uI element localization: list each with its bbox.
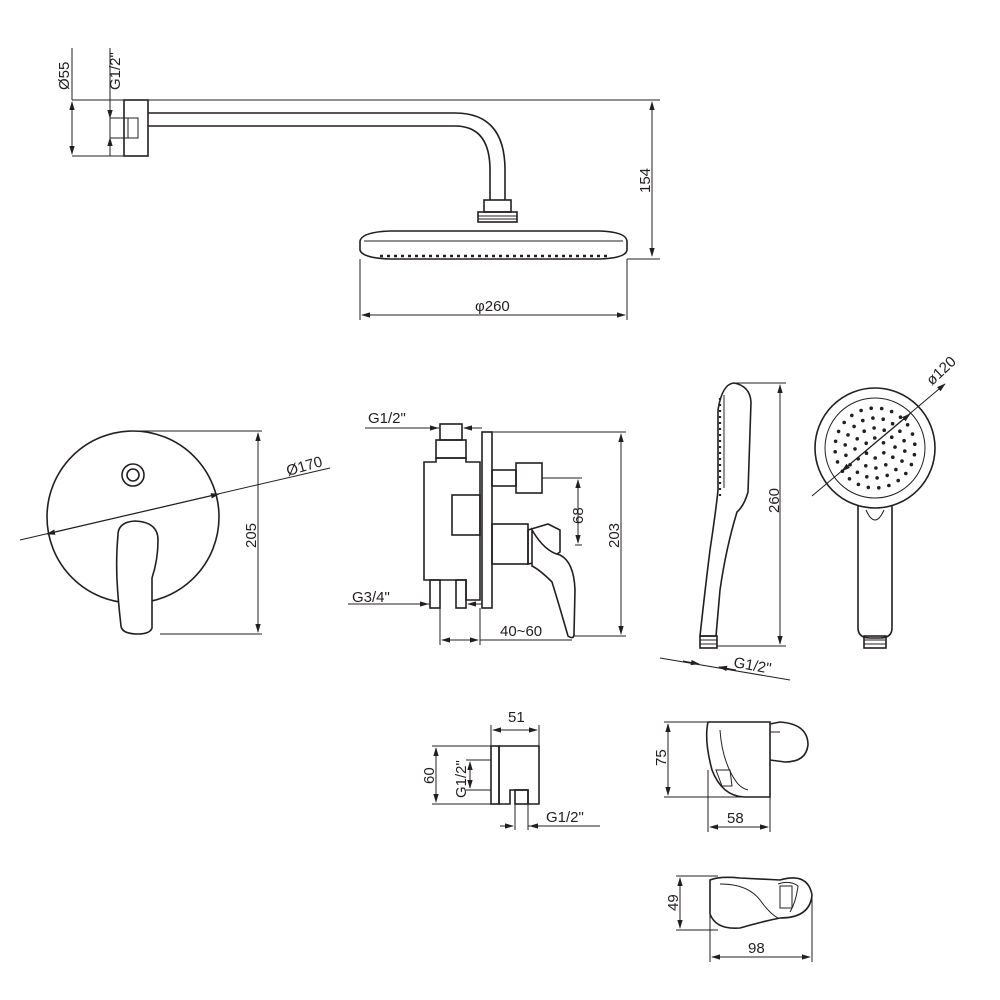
holder-side-view: 75 58 [653,721,809,832]
hand-face-diameter-label: ø120 [923,353,960,389]
nozzle-dot [898,429,902,434]
nozzle-dot [904,471,908,476]
nozzle-dot [890,435,894,440]
nozzle-dot [893,445,897,449]
nozzle-dot [855,437,859,441]
nozzle-dot [898,415,903,420]
elbow-height-label: 60 [421,767,438,784]
valve-flange [481,431,493,609]
nozzle-dot [871,416,875,420]
nozzle-dot [879,406,884,411]
valve-depth-label: 40~60 [500,623,542,640]
nozzle-dot [859,408,863,413]
cover-diameter-label: Ø170 [284,453,324,479]
holder-height-label: 49 [665,894,682,911]
nozzle-dot [861,418,865,423]
valve-body [423,457,481,601]
nozzle-dot [896,478,900,483]
nozzle-dot [842,420,846,425]
nozzle-dot [853,447,857,451]
nozzle-dot [843,443,847,447]
valve-height-label: 203 [606,523,623,548]
nozzle-dot [864,464,868,468]
nozzle-dot [836,429,841,434]
elbow-bottom-thread-label: G1/2" [546,809,584,826]
nozzle-dot [852,424,856,429]
nozzle-dot [903,449,907,453]
hand-thread-label: G1/2" [732,654,772,677]
nozzle-dot [909,462,914,467]
nozzle-dot [912,452,917,457]
nozzle-dot [862,429,866,434]
nozzle-dot [874,466,878,470]
nozzle-dot [887,483,891,488]
nozzle-dot [900,459,904,463]
nozzle-dot [864,441,868,446]
nozzle-dot [835,460,840,464]
nozzle-dot [894,467,898,472]
nozzle-dot [850,413,854,418]
nozzle-dot [855,470,860,475]
arm-flange-diameter-label: Ø55 [56,62,73,90]
valve-top-thread-label: G1/2" [368,410,406,427]
hand-shower-body [699,382,752,637]
holder-length-label: 98 [748,940,765,957]
nozzle-dot [847,477,852,481]
nozzle-dot [869,406,873,411]
overhead-shower-head [359,230,628,260]
nozzle-dot [873,436,877,440]
nozzle-dot [856,482,861,487]
valve-body-side: G1/2" 68 203 G3/4" 40~60 [348,410,626,645]
hand-shower-front: ø120 [811,353,960,649]
elbow-side-thread-label: G1/2" [453,760,470,798]
valve-handle [531,527,576,639]
nozzle-dot [882,428,886,433]
nozzle-dot [890,421,895,426]
nozzle-dot [833,439,838,444]
holder-top-view: 49 98 [665,875,813,962]
overhead-shower-assembly: Ø55 G1/2" 154 φ260 [56,48,660,320]
nozzle-dot [884,463,888,467]
holder-side-body [705,721,771,798]
nozzle-dot [872,426,876,430]
nozzle-dot [844,453,848,458]
nozzle-dot [873,456,877,460]
cover-plate-front: Ø170 205 [19,430,331,635]
arm-thread-label: G1/2" [107,52,124,90]
holder-top-body [709,876,813,930]
hand-shower-grip [857,505,893,639]
nozzle-dot [846,433,850,437]
hand-length-label: 260 [766,488,783,513]
spout-depth-label: 58 [727,810,744,827]
valve-bottom-thread-label: G3/4" [352,589,390,606]
wall-elbow: 51 60 G1/2" G1/2" [421,709,600,830]
wall-elbow-body [498,745,540,805]
nozzle-dot [865,475,869,479]
cover-height-label: 205 [243,523,260,548]
nozzle-dot [875,476,879,480]
hand-shower-side: 260 G1/2" [659,382,791,681]
spout-height-label: 75 [653,749,670,766]
shower-arm [148,112,506,200]
head-diameter-label: φ260 [475,298,510,315]
nozzle-dot [882,451,886,455]
nozzle-dot [885,473,889,478]
nozzle-dot [902,438,906,443]
nozzle-dot [891,455,895,460]
nozzle-dot [866,485,871,490]
nozzle-dot [881,417,885,422]
nozzle-dot [889,409,894,414]
valve-spacing-label: 68 [570,507,587,524]
nozzle-dot [881,441,886,445]
hand-shower-face [814,387,936,509]
mixer-handle [115,520,159,635]
nozzle-dot [877,486,881,490]
nozzle-dot [910,432,915,436]
nozzle-dot [913,442,917,447]
head-height-label: 154 [637,168,654,193]
elbow-width-label: 51 [508,709,525,726]
nozzle-dot [905,423,910,427]
nozzle-dot [833,450,837,454]
